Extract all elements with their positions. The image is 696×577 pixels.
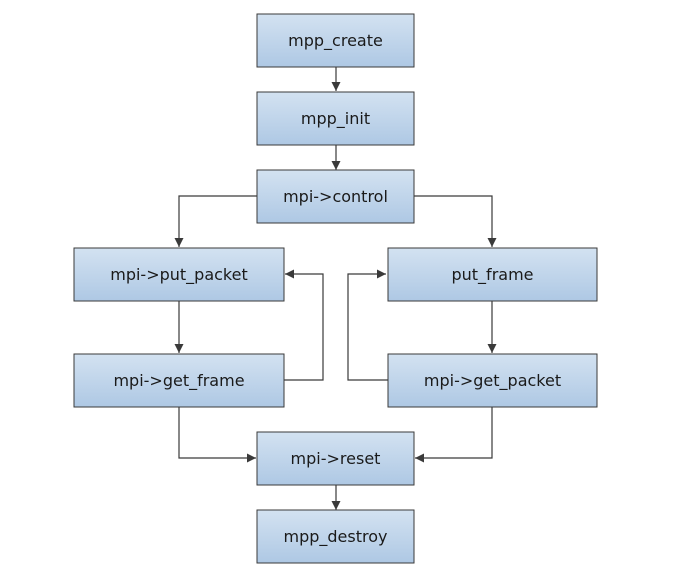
edge-control-to-put-packet: [174, 195, 257, 247]
node-mpp-init: mpp_init: [256, 91, 415, 146]
node-label: mpp_create: [288, 31, 383, 51]
node-label: mpi->put_packet: [110, 265, 248, 285]
node-put-frame: put_frame: [387, 247, 598, 302]
node-mpi-reset: mpi->reset: [256, 431, 415, 486]
node-mpp-create: mpp_create: [256, 13, 415, 68]
node-mpp-destroy: mpp_destroy: [256, 509, 415, 564]
node-label: mpi->control: [283, 187, 388, 206]
node-mpi-get-frame: mpi->get_frame: [73, 353, 285, 408]
edge-get-frame-loop-to-put-packet: [284, 269, 324, 381]
node-label: put_frame: [451, 265, 533, 285]
node-label: mpi->get_frame: [113, 371, 244, 391]
node-label: mpp_init: [301, 109, 370, 129]
edge-control-to-put-frame: [414, 195, 497, 247]
node-mpi-control: mpi->control: [256, 169, 415, 224]
node-mpi-put-packet: mpi->put_packet: [73, 247, 285, 302]
node-label: mpi->get_packet: [424, 371, 561, 391]
edges: [174, 67, 497, 510]
node-label: mpi->reset: [291, 449, 381, 468]
edge-get-packet-to-reset: [415, 407, 493, 463]
node-label: mpp_destroy: [284, 527, 388, 547]
node-mpi-get-packet: mpi->get_packet: [387, 353, 598, 408]
edge-get-packet-loop-to-put-frame: [347, 269, 388, 381]
edge-get-frame-to-reset: [178, 407, 256, 463]
